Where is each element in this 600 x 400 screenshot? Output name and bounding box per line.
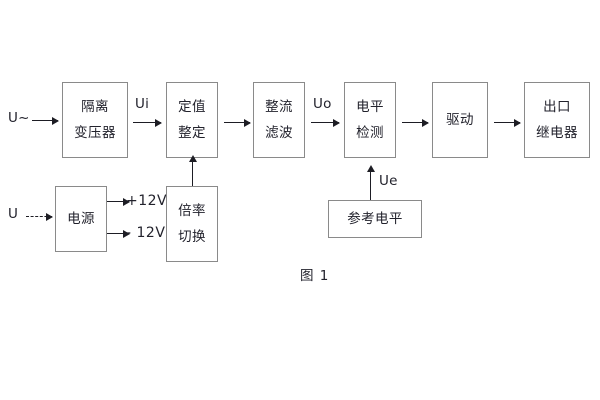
- rail-positive-label: +12V: [126, 193, 168, 209]
- arrow-multiplier-switch-to-setpoint: [188, 155, 197, 186]
- block-output-relay-line1: 出口: [543, 98, 571, 115]
- arrow-reference-level-to-level-detection: [366, 165, 375, 200]
- block-level-detection: 电平 检测: [344, 82, 396, 158]
- arrow-input-ac-to-isolation-transformer: [32, 116, 59, 125]
- signal-ue-label: Ue: [379, 173, 398, 189]
- block-rectify-filter-line1: 整流: [265, 98, 293, 115]
- block-setpoint-setting-line2: 整定: [178, 124, 206, 141]
- block-multiplier-switch: 倍率 切换: [166, 186, 218, 262]
- block-level-detection-line1: 电平: [356, 98, 384, 115]
- signal-ui-label: Ui: [135, 96, 150, 112]
- block-multiplier-switch-line2: 切换: [178, 228, 206, 245]
- arrow-drive-to-output-relay: [494, 118, 521, 127]
- block-rectify-filter-line2: 滤波: [265, 124, 293, 141]
- block-output-relay: 出口 继电器: [524, 82, 590, 158]
- input-dc-label: U: [8, 206, 19, 222]
- figure-caption: 图 1: [300, 268, 330, 284]
- block-rectify-filter: 整流 滤波: [253, 82, 305, 158]
- block-drive-line1: 驱动: [446, 111, 474, 128]
- input-ac-label: U~: [8, 110, 30, 126]
- block-power-supply-line1: 电源: [67, 210, 95, 227]
- block-output-relay-line2: 继电器: [536, 124, 578, 141]
- block-multiplier-switch-line1: 倍率: [178, 202, 206, 219]
- arrow-rail-negative: [107, 229, 130, 238]
- arrow-isolation-transformer-to-setpoint: [133, 118, 162, 127]
- arrow-setpoint-to-rectify-filter: [224, 118, 251, 127]
- block-setpoint-setting-line1: 定值: [178, 98, 206, 115]
- arrow-input-dc-to-power-supply: [26, 212, 53, 221]
- arrow-rail-positive: [107, 197, 130, 206]
- block-isolation-transformer-line2: 变压器: [74, 124, 116, 141]
- block-isolation-transformer: 隔离 变压器: [62, 82, 128, 158]
- block-level-detection-line2: 检测: [356, 124, 384, 141]
- block-setpoint-setting: 定值 整定: [166, 82, 218, 158]
- signal-uo-label: Uo: [313, 96, 332, 112]
- block-drive: 驱动: [432, 82, 488, 158]
- block-reference-level-line1: 参考电平: [347, 210, 403, 227]
- block-reference-level: 参考电平: [328, 200, 422, 238]
- rail-negative-label: - 12V: [126, 225, 166, 241]
- arrow-rectify-filter-to-level-detection: [311, 118, 340, 127]
- block-isolation-transformer-line1: 隔离: [81, 98, 109, 115]
- arrow-level-detection-to-drive: [402, 118, 429, 127]
- block-power-supply: 电源: [55, 186, 107, 252]
